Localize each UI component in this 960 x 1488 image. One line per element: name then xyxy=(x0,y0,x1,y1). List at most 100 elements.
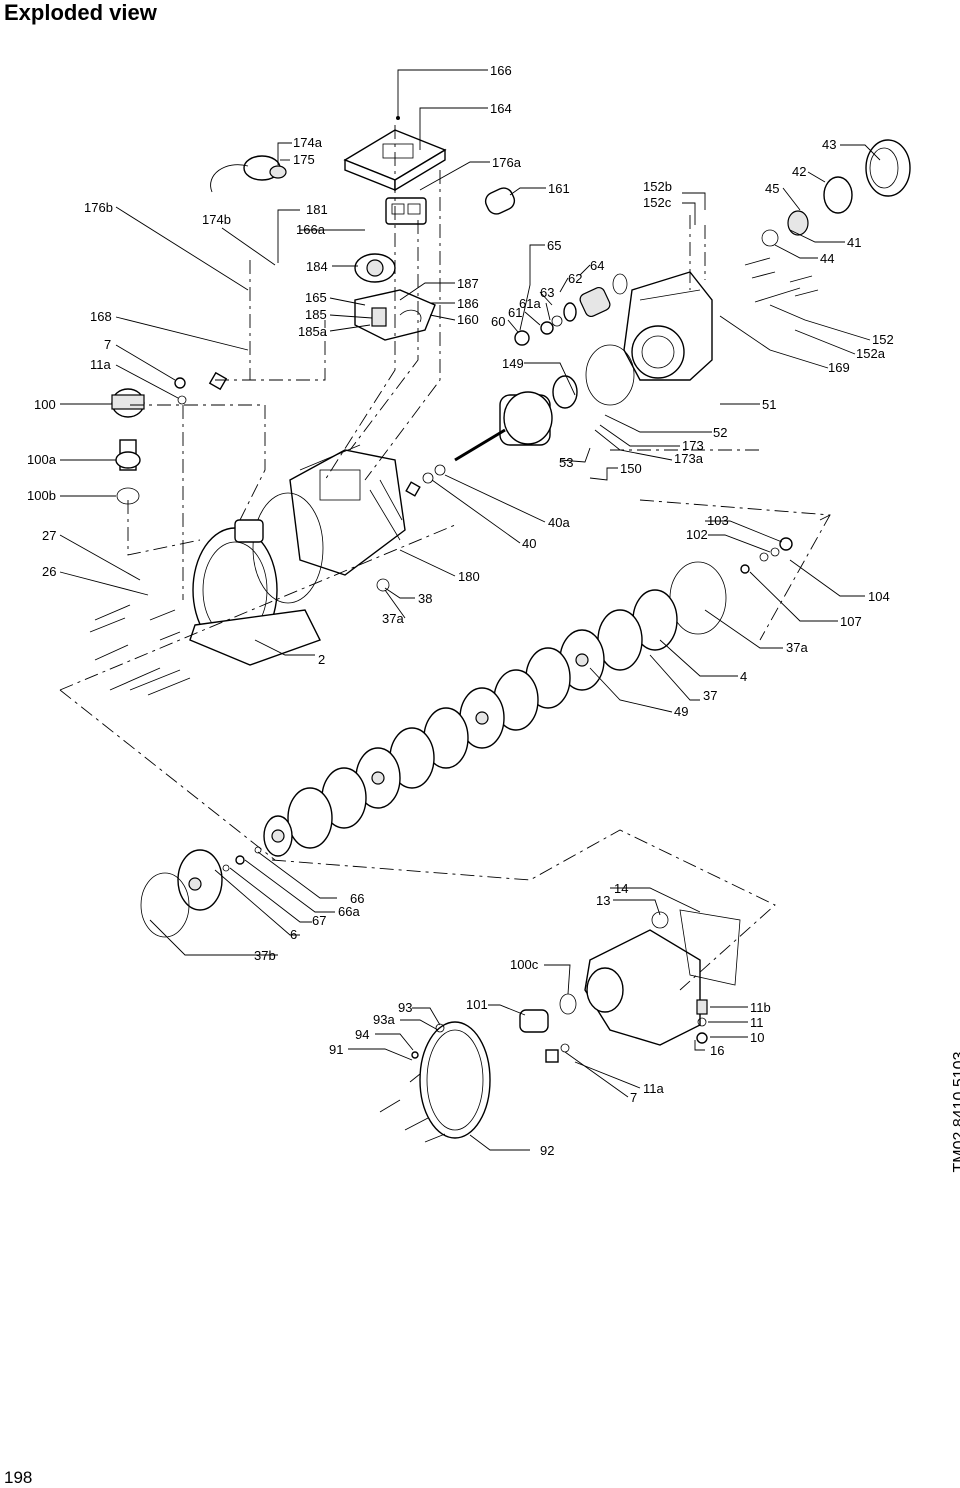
label-2: 2 xyxy=(318,652,325,667)
label-45: 45 xyxy=(765,181,779,196)
chamber-stack xyxy=(140,561,727,938)
label-11: 11 xyxy=(750,1015,764,1030)
label-94: 94 xyxy=(355,1027,369,1042)
label-107: 107 xyxy=(840,614,862,629)
motor-bracket xyxy=(623,271,713,381)
label-64: 64 xyxy=(590,258,604,273)
label-169: 169 xyxy=(828,360,850,375)
label-152a: 152a xyxy=(856,346,886,361)
label-53: 53 xyxy=(559,455,573,470)
label-152: 152 xyxy=(872,332,894,347)
part-labels: 166 164 174a 175 176a 176b 174b 181 166a… xyxy=(27,63,894,1158)
label-176a: 176a xyxy=(492,155,522,170)
label-102: 102 xyxy=(686,527,708,542)
label-168: 168 xyxy=(90,309,112,324)
label-65: 65 xyxy=(547,238,561,253)
label-187: 187 xyxy=(457,276,479,291)
label-40a: 40a xyxy=(548,515,570,530)
label-160: 160 xyxy=(457,312,479,327)
label-174b: 174b xyxy=(202,212,231,227)
label-42: 42 xyxy=(792,164,806,179)
label-91: 91 xyxy=(329,1042,343,1057)
label-16: 16 xyxy=(710,1043,724,1058)
shaft-nut-parts xyxy=(740,537,793,574)
o-ring-149 xyxy=(585,344,635,406)
label-184: 184 xyxy=(306,259,328,274)
label-40: 40 xyxy=(522,536,536,551)
label-100c: 100c xyxy=(510,957,539,972)
drain-fittings xyxy=(519,993,577,1063)
label-27: 27 xyxy=(42,528,56,543)
label-49: 49 xyxy=(674,704,688,719)
label-149: 149 xyxy=(502,356,524,371)
label-37: 37 xyxy=(703,688,717,703)
label-150: 150 xyxy=(620,461,642,476)
label-11b: 11b xyxy=(750,1000,771,1015)
part-drawings xyxy=(89,116,911,1143)
pump-housing xyxy=(189,492,324,666)
label-14: 14 xyxy=(614,881,628,896)
label-61a: 61a xyxy=(519,296,541,311)
rotor-with-shaft xyxy=(454,375,578,462)
inlet-fittings xyxy=(111,371,228,505)
capacitor xyxy=(484,187,516,215)
label-4: 4 xyxy=(740,669,747,684)
label-166a: 166a xyxy=(296,222,326,237)
label-104: 104 xyxy=(868,589,890,604)
label-61: 61 xyxy=(508,305,522,320)
label-165: 165 xyxy=(305,290,327,305)
label-37a: 37a xyxy=(382,611,404,626)
label-93a: 93a xyxy=(373,1012,395,1027)
label-185a: 185a xyxy=(298,324,328,339)
page-number: 198 xyxy=(4,1468,33,1487)
label-66a: 66a xyxy=(338,904,360,919)
drawing-code: TM02 8410 5103 xyxy=(951,1051,960,1173)
label-26: 26 xyxy=(42,564,56,579)
label-152c: 152c xyxy=(643,195,672,210)
label-100: 100 xyxy=(34,397,56,412)
label-52: 52 xyxy=(713,425,727,440)
label-166: 166 xyxy=(490,63,512,78)
label-6: 6 xyxy=(290,927,297,942)
label-152b: 152b xyxy=(643,179,672,194)
label-38: 38 xyxy=(418,591,432,606)
assembly-lines xyxy=(59,125,831,991)
bolts-top-right xyxy=(744,257,819,303)
label-7: 7 xyxy=(104,337,111,352)
sensor-with-cable xyxy=(210,155,287,193)
page-title: Exploded view xyxy=(4,0,157,25)
label-44: 44 xyxy=(820,251,834,266)
label-92: 92 xyxy=(540,1143,554,1158)
leader-lines xyxy=(59,69,881,1151)
label-174a: 174a xyxy=(293,135,323,150)
electronic-board xyxy=(354,253,396,283)
clamp-ring xyxy=(411,1021,491,1139)
label-41: 41 xyxy=(847,235,861,250)
label-173a: 173a xyxy=(674,451,704,466)
label-67: 67 xyxy=(312,913,326,928)
stator-housing xyxy=(289,444,406,576)
shaft-seal-parts xyxy=(514,273,628,346)
fan-cover xyxy=(761,139,911,247)
label-173: 173 xyxy=(682,438,704,453)
label-7-bottom: 7 xyxy=(630,1090,637,1105)
base-housing xyxy=(584,909,741,1046)
label-103: 103 xyxy=(707,513,729,528)
label-51: 51 xyxy=(762,397,776,412)
bolts-left xyxy=(89,604,191,696)
label-10: 10 xyxy=(750,1030,764,1045)
label-100b: 100b xyxy=(27,488,56,503)
label-186: 186 xyxy=(457,296,479,311)
label-175: 175 xyxy=(293,152,315,167)
bolts-bottom xyxy=(379,1073,446,1143)
label-60: 60 xyxy=(491,314,505,329)
terminal-module xyxy=(385,197,427,225)
label-43: 43 xyxy=(822,137,836,152)
label-37a-right: 37a xyxy=(786,640,808,655)
label-185: 185 xyxy=(305,307,327,322)
label-63: 63 xyxy=(540,285,554,300)
small-o-rings xyxy=(376,464,446,592)
label-100a: 100a xyxy=(27,452,57,467)
label-66: 66 xyxy=(350,891,364,906)
